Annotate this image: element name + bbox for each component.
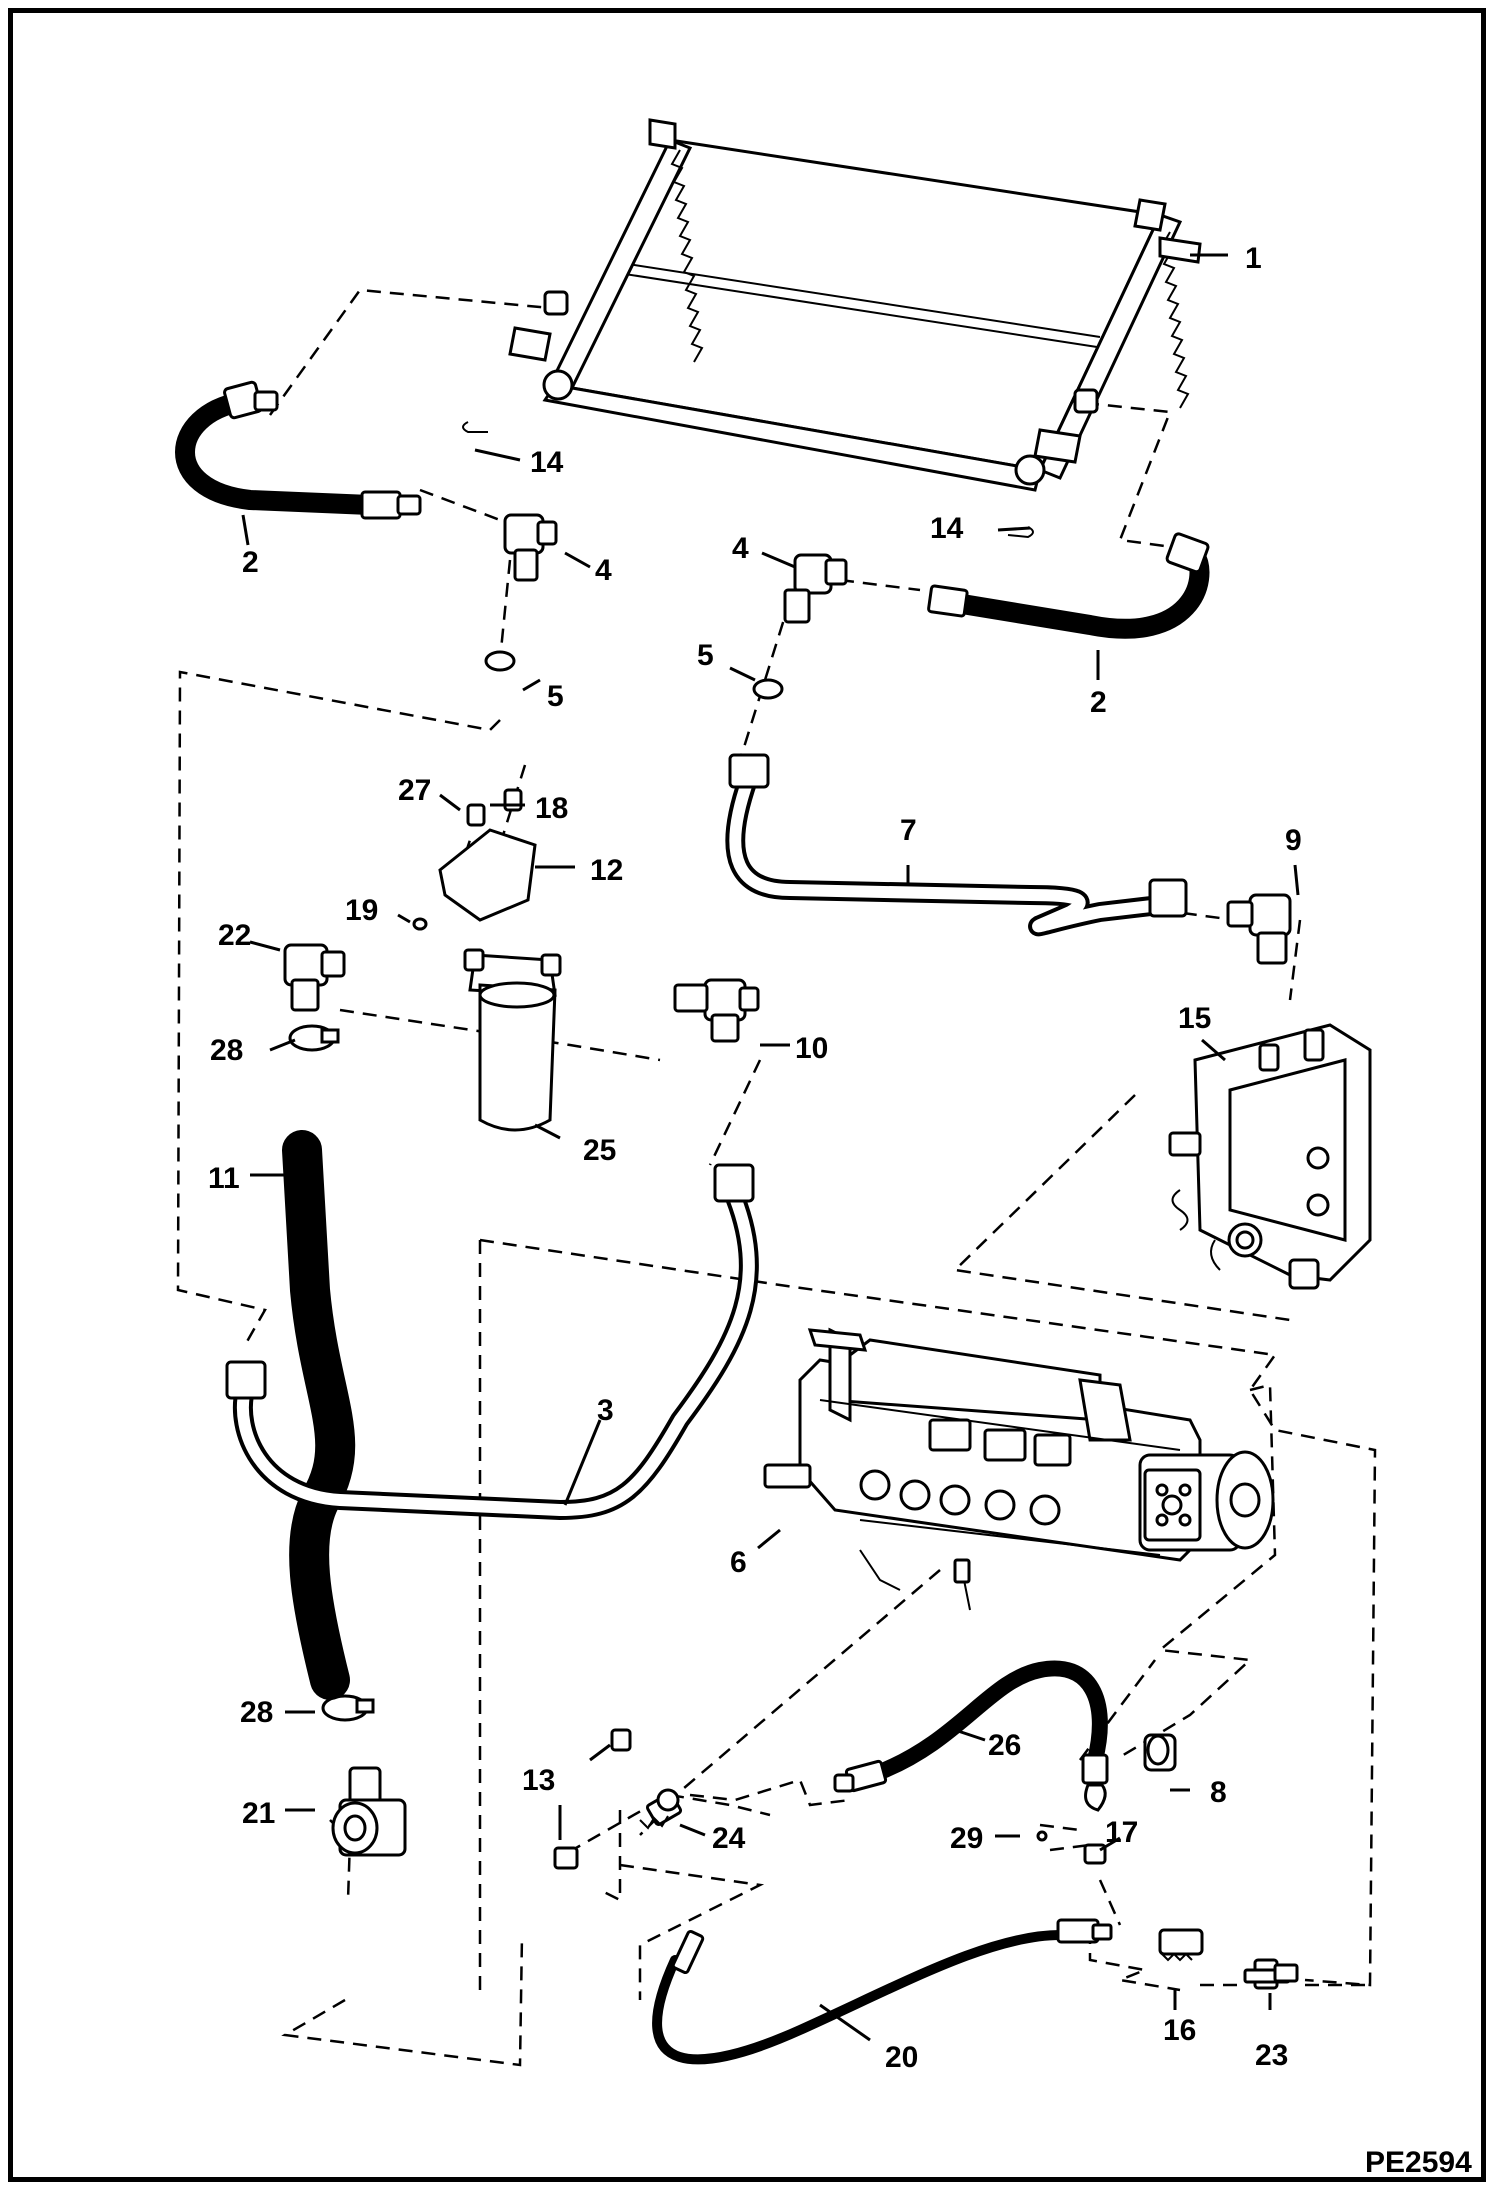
callout-22: 22 bbox=[218, 919, 251, 952]
hose-left bbox=[175, 380, 422, 520]
callout-18: 18 bbox=[535, 792, 568, 825]
callout-28-top: 28 bbox=[210, 1034, 243, 1067]
callout-21: 21 bbox=[242, 1797, 275, 1830]
callout-9: 9 bbox=[1285, 824, 1302, 857]
tube-3 bbox=[225, 1163, 759, 1520]
callout-28-bottom: 28 bbox=[240, 1696, 273, 1729]
elbow-9 bbox=[1226, 893, 1292, 965]
callout-5-left: 5 bbox=[547, 680, 564, 713]
o-rings bbox=[484, 650, 784, 700]
callout-2-right: 2 bbox=[1090, 686, 1107, 719]
callout-labels: 1 2 2 3 4 4 5 5 6 7 8 9 10 11 12 13 14 1… bbox=[208, 242, 1472, 2179]
callout-13: 13 bbox=[522, 1764, 555, 1797]
document-id: PE2594 bbox=[1365, 2146, 1472, 2179]
fitting-29-17 bbox=[1036, 1830, 1107, 1865]
callout-12: 12 bbox=[590, 854, 623, 887]
pump-6 bbox=[763, 1327, 1275, 1611]
callout-16: 16 bbox=[1163, 2014, 1196, 2047]
callout-5-right: 5 bbox=[697, 639, 714, 672]
callout-20: 20 bbox=[885, 2041, 918, 2074]
callout-26: 26 bbox=[988, 1729, 1021, 1762]
hose-26 bbox=[833, 1660, 1109, 1812]
fitting-16-23 bbox=[1158, 1928, 1299, 1990]
callout-leaders bbox=[241, 253, 1300, 2042]
hose-11 bbox=[282, 1130, 356, 1700]
callout-4-left: 4 bbox=[595, 554, 612, 587]
callout-10: 10 bbox=[795, 1032, 828, 1065]
filter-25 bbox=[463, 948, 562, 1132]
callout-11: 11 bbox=[208, 1162, 240, 1195]
callout-3: 3 bbox=[597, 1394, 614, 1427]
elbow-22 bbox=[283, 943, 346, 1012]
callout-29: 29 bbox=[950, 1822, 983, 1855]
plug-8 bbox=[1143, 1733, 1177, 1772]
tube-7 bbox=[725, 753, 1188, 937]
fitting-13-24 bbox=[553, 1728, 683, 1870]
callout-2-left: 2 bbox=[242, 546, 259, 579]
callout-24: 24 bbox=[712, 1822, 746, 1855]
filter-bracket bbox=[412, 788, 537, 931]
oil-cooler bbox=[508, 118, 1202, 492]
callout-15: 15 bbox=[1178, 1002, 1211, 1035]
callout-25: 25 bbox=[583, 1134, 616, 1167]
elbow-fittings bbox=[503, 513, 848, 624]
callout-7: 7 bbox=[900, 814, 917, 847]
callout-23: 23 bbox=[1255, 2039, 1288, 2072]
hose-clamps bbox=[288, 1024, 375, 1722]
callout-4-right: 4 bbox=[732, 532, 749, 565]
callout-19: 19 bbox=[345, 894, 378, 927]
hose-right bbox=[927, 532, 1210, 639]
valve-15 bbox=[1168, 1023, 1372, 1290]
callout-14-right: 14 bbox=[930, 512, 964, 545]
hose-20 bbox=[652, 1918, 1113, 2065]
callout-1: 1 bbox=[1245, 242, 1262, 275]
callout-8: 8 bbox=[1210, 1776, 1227, 1809]
elbow-10 bbox=[673, 978, 760, 1043]
callout-17: 17 bbox=[1105, 1816, 1138, 1849]
callout-27: 27 bbox=[398, 774, 431, 807]
fitting-21 bbox=[331, 1766, 407, 1857]
callout-6: 6 bbox=[730, 1546, 747, 1579]
diagram-border bbox=[8, 8, 1486, 2182]
callout-14-left: 14 bbox=[530, 446, 564, 479]
